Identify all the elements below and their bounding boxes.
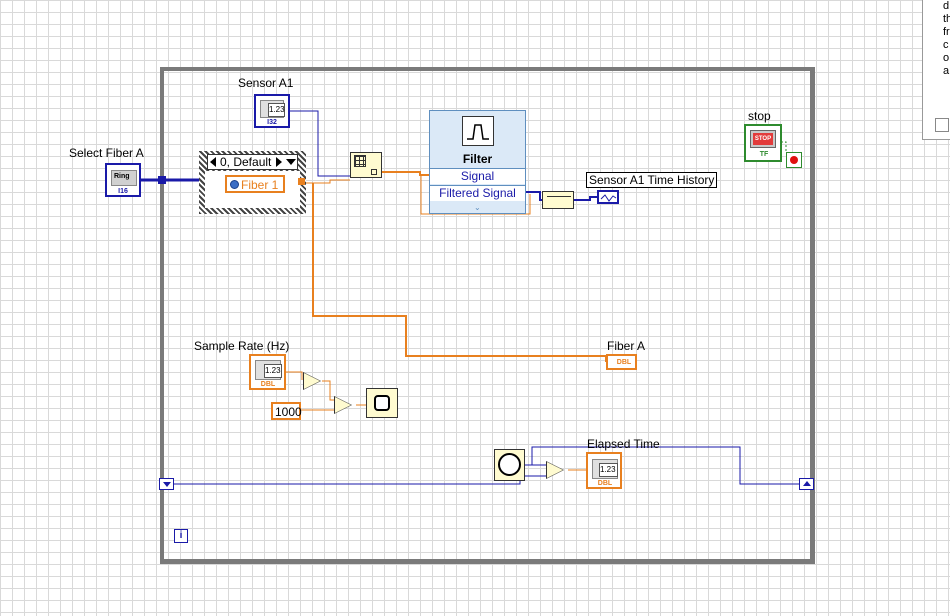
stop-text: STOP <box>753 133 773 145</box>
elapsed-badge: DBL <box>597 480 613 487</box>
stopwatch-icon <box>374 395 390 411</box>
subtract-fill <box>547 462 563 478</box>
case-selector[interactable]: 0, Default <box>207 154 298 170</box>
wire-build-to-filter[interactable] <box>382 171 429 176</box>
sensor-a1-value: 1.23 <box>268 103 285 117</box>
help-line-0: d <box>943 0 950 12</box>
wire-fiber-to-build[interactable] <box>306 179 350 184</box>
stop-frame: STOP <box>750 130 776 148</box>
elapsed-time-indicator[interactable]: 1.23 DBL <box>586 452 622 489</box>
elapsed-frame: 1.23 <box>592 459 618 479</box>
help-line-4: o <box>943 52 950 64</box>
label-sensor-a1: Sensor A1 <box>238 76 294 90</box>
loop-condition-terminal[interactable] <box>786 152 802 168</box>
wire-sensor-a1[interactable] <box>290 110 350 177</box>
stop-if-true-icon <box>790 156 798 164</box>
case-inner: Fiber 1 <box>205 171 300 208</box>
sensor-a1-badge: I32 <box>267 119 277 126</box>
multiply-fill <box>335 397 351 413</box>
array-icon <box>354 155 366 167</box>
filter-output-filtered[interactable]: Filtered Signal <box>430 185 525 201</box>
sample-rate-badge: DBL <box>260 381 276 388</box>
sample-rate-frame: 1.23 <box>255 360 282 380</box>
tick-count-node[interactable] <box>494 449 525 481</box>
wire-sample-rate[interactable] <box>286 371 303 380</box>
case-selector-value: 0, Default <box>220 155 272 169</box>
sensor-a1-control[interactable]: 1.23 I32 <box>254 94 290 128</box>
label-sample-rate: Sample Rate (Hz) <box>194 339 290 353</box>
wire-stop[interactable] <box>781 141 787 152</box>
elapsed-value: 1.23 <box>599 463 618 477</box>
build-terminal-icon <box>371 169 377 175</box>
help-line-3: c <box>943 39 949 51</box>
context-help-window[interactable]: d th fr c o a <box>922 0 950 140</box>
select-fiber-a-control[interactable]: Ring I16 <box>105 163 141 197</box>
wire-reciprocal-out[interactable] <box>322 380 334 401</box>
bandpass-icon <box>467 124 489 140</box>
label-fiber-a: Fiber A <box>607 339 646 353</box>
case-structure[interactable]: 0, Default Fiber 1 <box>199 151 306 214</box>
build-array-node[interactable] <box>350 152 382 178</box>
filter-input-signal[interactable]: Signal <box>430 168 525 184</box>
case-increment-icon[interactable] <box>276 157 282 167</box>
shift-register-left[interactable] <box>159 478 174 490</box>
while-loop[interactable] <box>160 67 815 564</box>
filter-icon <box>462 116 494 146</box>
loop-tunnel[interactable] <box>158 176 166 184</box>
ring-badge: I16 <box>118 188 128 195</box>
globe-icon <box>230 180 239 189</box>
wait-ms-node[interactable] <box>366 388 398 418</box>
case-decrement-icon[interactable] <box>210 157 216 167</box>
wire-filter-loop[interactable] <box>420 176 531 215</box>
shift-up-icon <box>803 481 811 486</box>
stop-badge: TF <box>759 151 769 158</box>
fiber-1-text: Fiber 1 <box>241 178 279 192</box>
waveform-icon <box>600 194 617 202</box>
clock-icon <box>498 453 521 476</box>
convert-dynamic-data-node[interactable] <box>542 191 574 209</box>
label-stop: stop <box>748 109 771 123</box>
filter-title: Filter <box>462 152 493 166</box>
fiber-a-badge: DBL <box>616 359 632 366</box>
help-line-1: th <box>943 13 950 25</box>
label-elapsed-time: Elapsed Time <box>587 437 660 451</box>
constant-1000[interactable]: 1000 <box>271 402 302 420</box>
fiber-1-constant[interactable]: Fiber 1 <box>225 175 285 193</box>
ring-frame: Ring <box>111 170 137 186</box>
reciprocal-fill <box>304 373 320 389</box>
case-output-tunnel[interactable] <box>298 178 305 185</box>
sensor-a1-frame: 1.23 <box>260 100 285 118</box>
shift-down-icon <box>163 482 171 487</box>
fiber-a-indicator[interactable]: DBL <box>606 354 637 370</box>
label-select-fiber-a: Select Fiber A <box>69 146 144 160</box>
info-icon[interactable]: i <box>174 529 188 543</box>
shift-register-right[interactable] <box>799 478 814 490</box>
label-sensor-a1-time-history: Sensor A1 Time History <box>586 172 718 188</box>
stop-button-terminal[interactable]: STOP TF <box>744 124 782 162</box>
help-line-5: a <box>943 65 950 77</box>
help-lock-icon[interactable] <box>935 118 949 132</box>
help-line-2: fr <box>943 26 950 38</box>
waveform-chart-terminal[interactable] <box>597 190 619 204</box>
sample-rate-value: 1.23 <box>264 364 282 378</box>
convert-icon <box>547 196 571 205</box>
sample-rate-control[interactable]: 1.23 DBL <box>249 354 286 390</box>
ring-label: Ring <box>114 173 130 180</box>
case-dropdown-icon[interactable] <box>286 159 296 165</box>
expand-chevron-icon[interactable]: ⌄ <box>474 203 481 212</box>
wire-to-chart[interactable] <box>574 196 598 201</box>
filter-express-vi[interactable]: Filter Signal Filtered Signal ⌄ <box>429 110 526 214</box>
